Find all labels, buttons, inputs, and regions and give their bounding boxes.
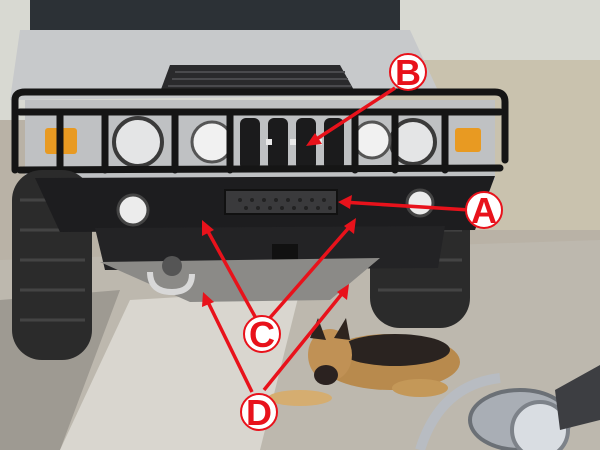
- callout-d-label: D: [246, 392, 272, 433]
- fog-lamp-right: [405, 188, 435, 218]
- arrow-d-left: [204, 297, 254, 393]
- light-bar-lamp-right: [352, 120, 392, 160]
- headlight-left: [112, 116, 164, 168]
- callout-c-circle: [243, 315, 281, 353]
- callout-b-circle: [389, 53, 427, 91]
- arrow-d-right-head: [337, 284, 349, 300]
- callout-a-label: A: [471, 190, 497, 231]
- arrow-c-right-head: [344, 218, 356, 234]
- bumper-mesh-dots: [238, 198, 332, 210]
- sunlit-patch: [60, 290, 300, 450]
- arrow-c-left-head: [202, 220, 214, 236]
- annotation-arrows: [202, 86, 471, 393]
- arrow-d-right: [262, 288, 347, 392]
- dog-front-paws: [268, 390, 332, 406]
- light-bar-lamp-left: [190, 120, 234, 164]
- callout-d: D: [240, 392, 278, 433]
- callout-d-circle: [240, 393, 278, 431]
- arrow-a-head: [338, 195, 352, 209]
- winch-drum: [162, 256, 182, 276]
- bumper-mesh-insert: [224, 189, 338, 215]
- grille: [240, 118, 344, 170]
- dog-ear-left: [310, 318, 326, 340]
- arrow-b-head: [306, 133, 322, 146]
- tow-hitch-receiver: [272, 244, 298, 264]
- dog-back-saddle: [340, 334, 450, 366]
- callout-a-circle: [465, 191, 503, 229]
- callout-a: A: [465, 190, 503, 231]
- arrow-d-left-head: [202, 292, 214, 307]
- callout-c-label: C: [249, 314, 275, 355]
- dog: [268, 318, 460, 406]
- dog-ear-right: [334, 318, 350, 340]
- arrow-c-right: [266, 222, 354, 322]
- dog-muzzle: [314, 365, 338, 385]
- fog-lamp-left: [116, 193, 150, 227]
- brush-guard: [11, 88, 509, 174]
- tow-hook: [147, 271, 195, 296]
- motorcycle-foreground: [415, 365, 600, 450]
- arrow-a: [341, 200, 471, 212]
- turn-signal-right: [455, 128, 481, 152]
- callout-c: C: [243, 314, 281, 355]
- dog-hind-leg: [392, 379, 448, 397]
- callout-b: B: [389, 52, 427, 93]
- arrow-c-left: [203, 225, 260, 323]
- hood-vent-slats: [168, 71, 351, 87]
- arrow-b: [311, 86, 396, 144]
- callout-b-label: B: [395, 52, 421, 93]
